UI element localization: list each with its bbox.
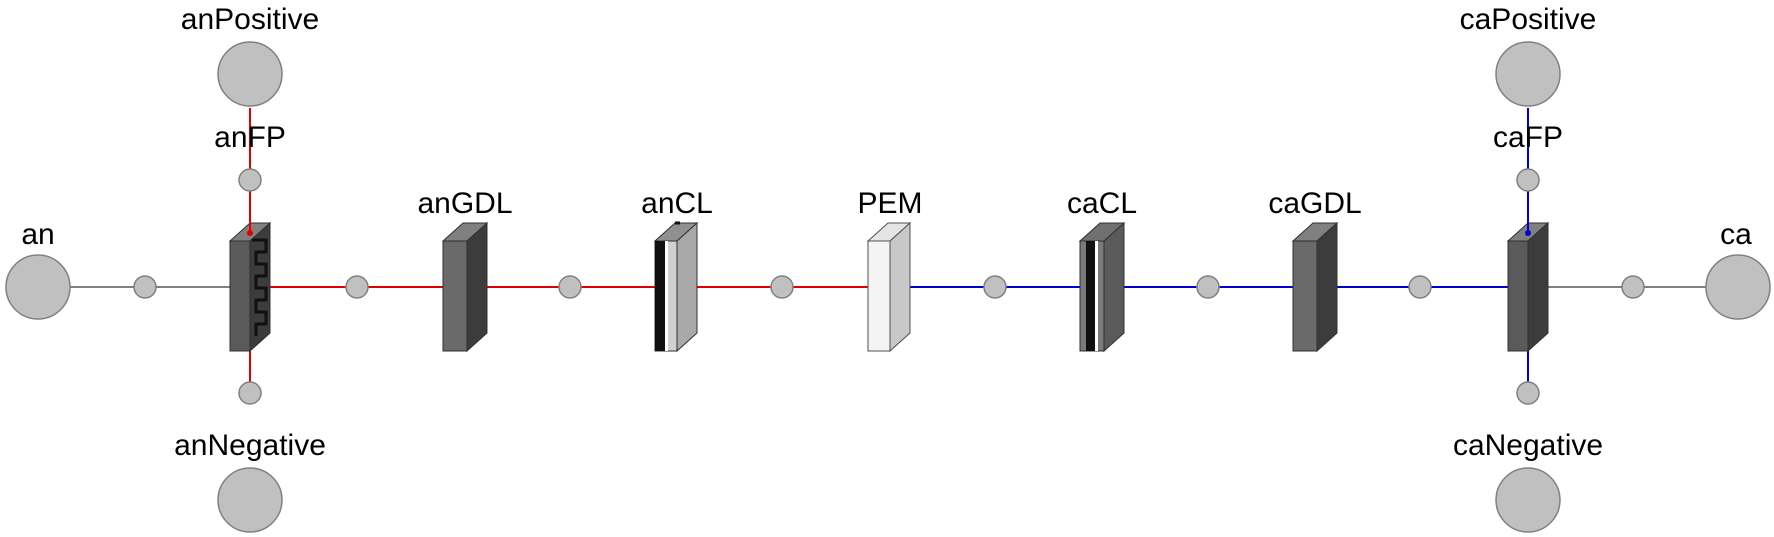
block-an-cl[interactable]	[653, 221, 699, 353]
junction-an-fp	[247, 230, 253, 236]
connector-an-cl[interactable]	[558, 275, 582, 299]
serpentine-channel-icon	[252, 238, 268, 336]
label-ca-cl: caCL	[1067, 187, 1137, 220]
connector-ca-cl[interactable]	[1196, 275, 1220, 299]
connector-an-fp-top[interactable]	[238, 168, 262, 192]
connector-pem-ca[interactable]	[983, 275, 1007, 299]
block-ca-fp[interactable]	[1506, 221, 1550, 353]
connector-pem-an[interactable]	[770, 275, 794, 299]
junction-ca-fp	[1525, 230, 1531, 236]
port-an-positive[interactable]	[217, 41, 283, 107]
connectors	[133, 168, 1645, 405]
connector-ca-fp-top[interactable]	[1516, 168, 1540, 192]
block-ca-gdl[interactable]	[1291, 221, 1339, 353]
port-ca-negative[interactable]	[1495, 467, 1561, 533]
port-ca[interactable]	[1705, 254, 1771, 320]
label-ca: ca	[1720, 218, 1752, 251]
connector-an-fp-bottom[interactable]	[238, 381, 262, 405]
label-ca-negative: caNegative	[1453, 429, 1603, 462]
ports	[5, 41, 1771, 533]
label-an-gdl: anGDL	[417, 187, 512, 220]
label-an-fp: anFP	[214, 121, 286, 154]
port-an-negative[interactable]	[217, 467, 283, 533]
connector-an-gdl[interactable]	[345, 275, 369, 299]
connector-ca[interactable]	[1621, 275, 1645, 299]
block-pem[interactable]	[866, 221, 912, 353]
connector-ca-gdl[interactable]	[1408, 275, 1432, 299]
connector-ca-fp-bottom[interactable]	[1516, 381, 1540, 405]
labels: an ca anPositive anNegative caPositive c…	[21, 3, 1752, 462]
label-ca-positive: caPositive	[1460, 3, 1597, 36]
connector-an[interactable]	[133, 275, 157, 299]
port-an[interactable]	[5, 254, 71, 320]
label-ca-gdl: caGDL	[1268, 187, 1361, 220]
label-an-cl: anCL	[641, 187, 713, 220]
block-an-fp[interactable]	[228, 221, 272, 353]
block-ca-cl[interactable]	[1078, 221, 1126, 353]
port-ca-positive[interactable]	[1495, 41, 1561, 107]
label-an-positive: anPositive	[181, 3, 319, 36]
label-pem: PEM	[857, 187, 922, 220]
label-ca-fp: caFP	[1493, 121, 1563, 154]
label-an: an	[21, 218, 54, 251]
label-an-negative: anNegative	[174, 429, 326, 462]
block-an-gdl[interactable]	[441, 221, 489, 353]
